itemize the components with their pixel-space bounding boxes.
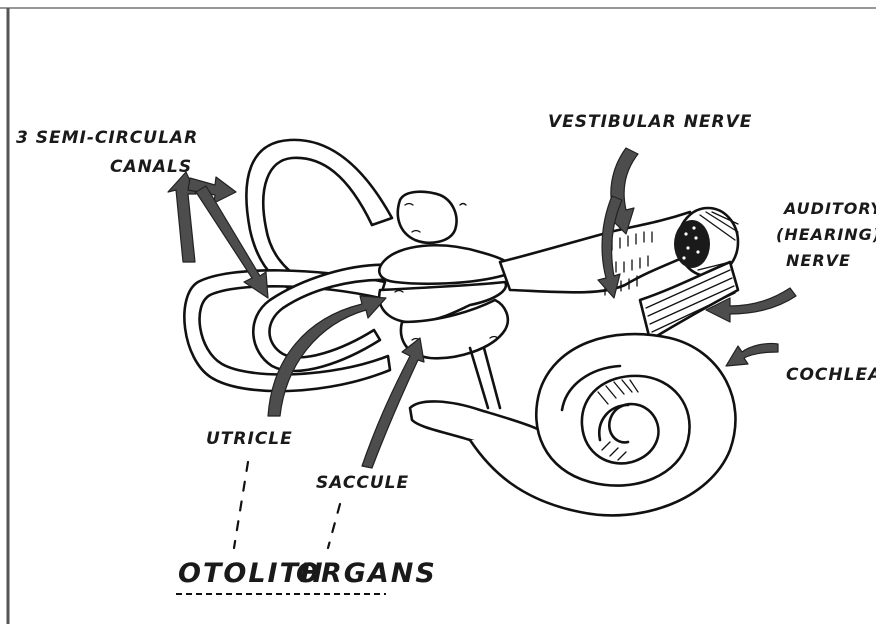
semicircular-canals-label-line1: 3 SEMI-CIRCULAR	[16, 128, 198, 148]
otolith-organs-label-word2: ORGANS	[296, 558, 437, 589]
utricle-label: UTRICLE	[206, 429, 293, 449]
cochlea-drawing	[410, 334, 735, 515]
saccule-label: SACCULE	[316, 473, 409, 493]
auditory-nerve-label-line3: NERVE	[786, 251, 851, 270]
cochlea-label: COCHLEA	[786, 365, 876, 385]
vestibular-nerve-label: VESTIBULAR NERVE	[548, 112, 752, 132]
semicircular-canals-label-line2: CANALS	[110, 157, 192, 177]
saccule-arrow-icon	[362, 338, 424, 468]
auditory-nerve-label-line2: (HEARING)	[776, 225, 876, 244]
auditory-nerve-label-line1: AUDITORY	[782, 199, 876, 218]
cochlea-arrow-icon	[726, 343, 778, 366]
vestibule-drawing	[379, 192, 512, 408]
